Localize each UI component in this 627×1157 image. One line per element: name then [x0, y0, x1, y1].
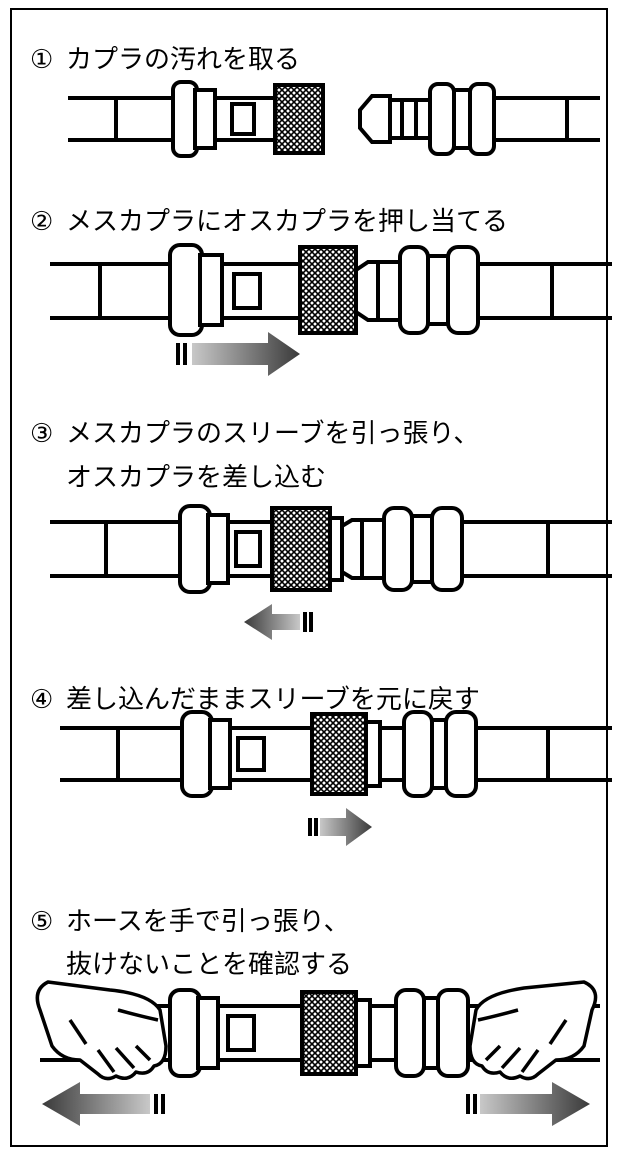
pull-right-arrow-5 [466, 1082, 590, 1126]
step-3-number: ③ [30, 419, 53, 449]
coupler-assembly-2 [50, 243, 612, 337]
coupler-assembly-5 [40, 988, 600, 1078]
right-hand-icon [468, 980, 598, 1081]
coupler-assembly-4 [60, 710, 612, 798]
step-5-text-line2: 抜けないことを確認する [66, 950, 352, 980]
step-3: ③ メスカプラのスリーブを引っ張り、 オスカプラを差し込む [30, 419, 612, 640]
step-2-number: ② [30, 207, 53, 237]
step-1: ① カプラの汚れを取る [30, 45, 600, 158]
step-1-text: カプラの汚れを取る [66, 45, 300, 75]
step-5-text-line1: ホースを手で引っ張り、 [66, 907, 350, 937]
step-3-text-line2: オスカプラを差し込む [66, 463, 326, 493]
male-coupler-1 [358, 82, 600, 156]
step-4-number: ④ [30, 685, 53, 715]
step-3-text-line1: メスカプラのスリーブを引っ張り、 [66, 419, 479, 449]
step-4-text: 差し込んだままスリーブを元に戻す [66, 685, 480, 715]
female-coupler-1 [68, 80, 325, 158]
step-2: ② メスカプラにオスカプラを押し当てる [30, 207, 612, 376]
push-right-arrow [176, 332, 300, 376]
pull-left-arrow-3 [244, 604, 313, 640]
push-back-right-arrow [308, 808, 372, 846]
left-hand-icon [35, 980, 168, 1081]
coupler-assembly-3 [50, 504, 612, 594]
pull-left-arrow-5 [42, 1082, 165, 1126]
step-5: ⑤ ホースを手で引っ張り、 抜けないことを確認する [30, 907, 600, 1126]
step-1-number: ① [30, 45, 53, 75]
step-2-text: メスカプラにオスカプラを押し当てる [66, 207, 508, 237]
step-5-number: ⑤ [30, 907, 53, 937]
step-4: ④ 差し込んだままスリーブを元に戻す [30, 685, 612, 846]
